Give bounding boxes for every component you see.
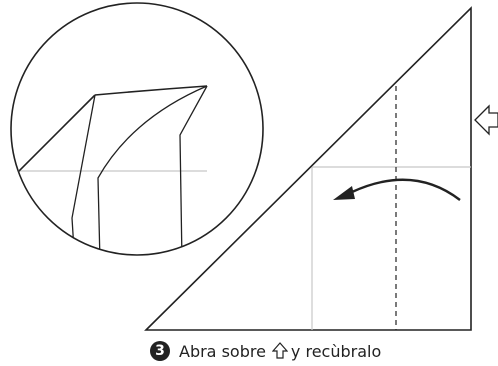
step-number-badge: 3 <box>150 341 170 361</box>
caption-text-before: Abra sobre <box>179 341 266 361</box>
folded-triangle <box>144 6 472 331</box>
push-arrow-icon <box>474 104 498 136</box>
origami-diagram <box>10 2 498 331</box>
fold-direction-arrow-icon <box>333 178 461 201</box>
caption-text-after: y recùbralo <box>290 341 382 361</box>
open-up-arrow-icon <box>271 342 288 359</box>
step-caption: 3 Abra sobre y recùbralo <box>150 339 381 363</box>
zoom-detail <box>10 2 264 256</box>
